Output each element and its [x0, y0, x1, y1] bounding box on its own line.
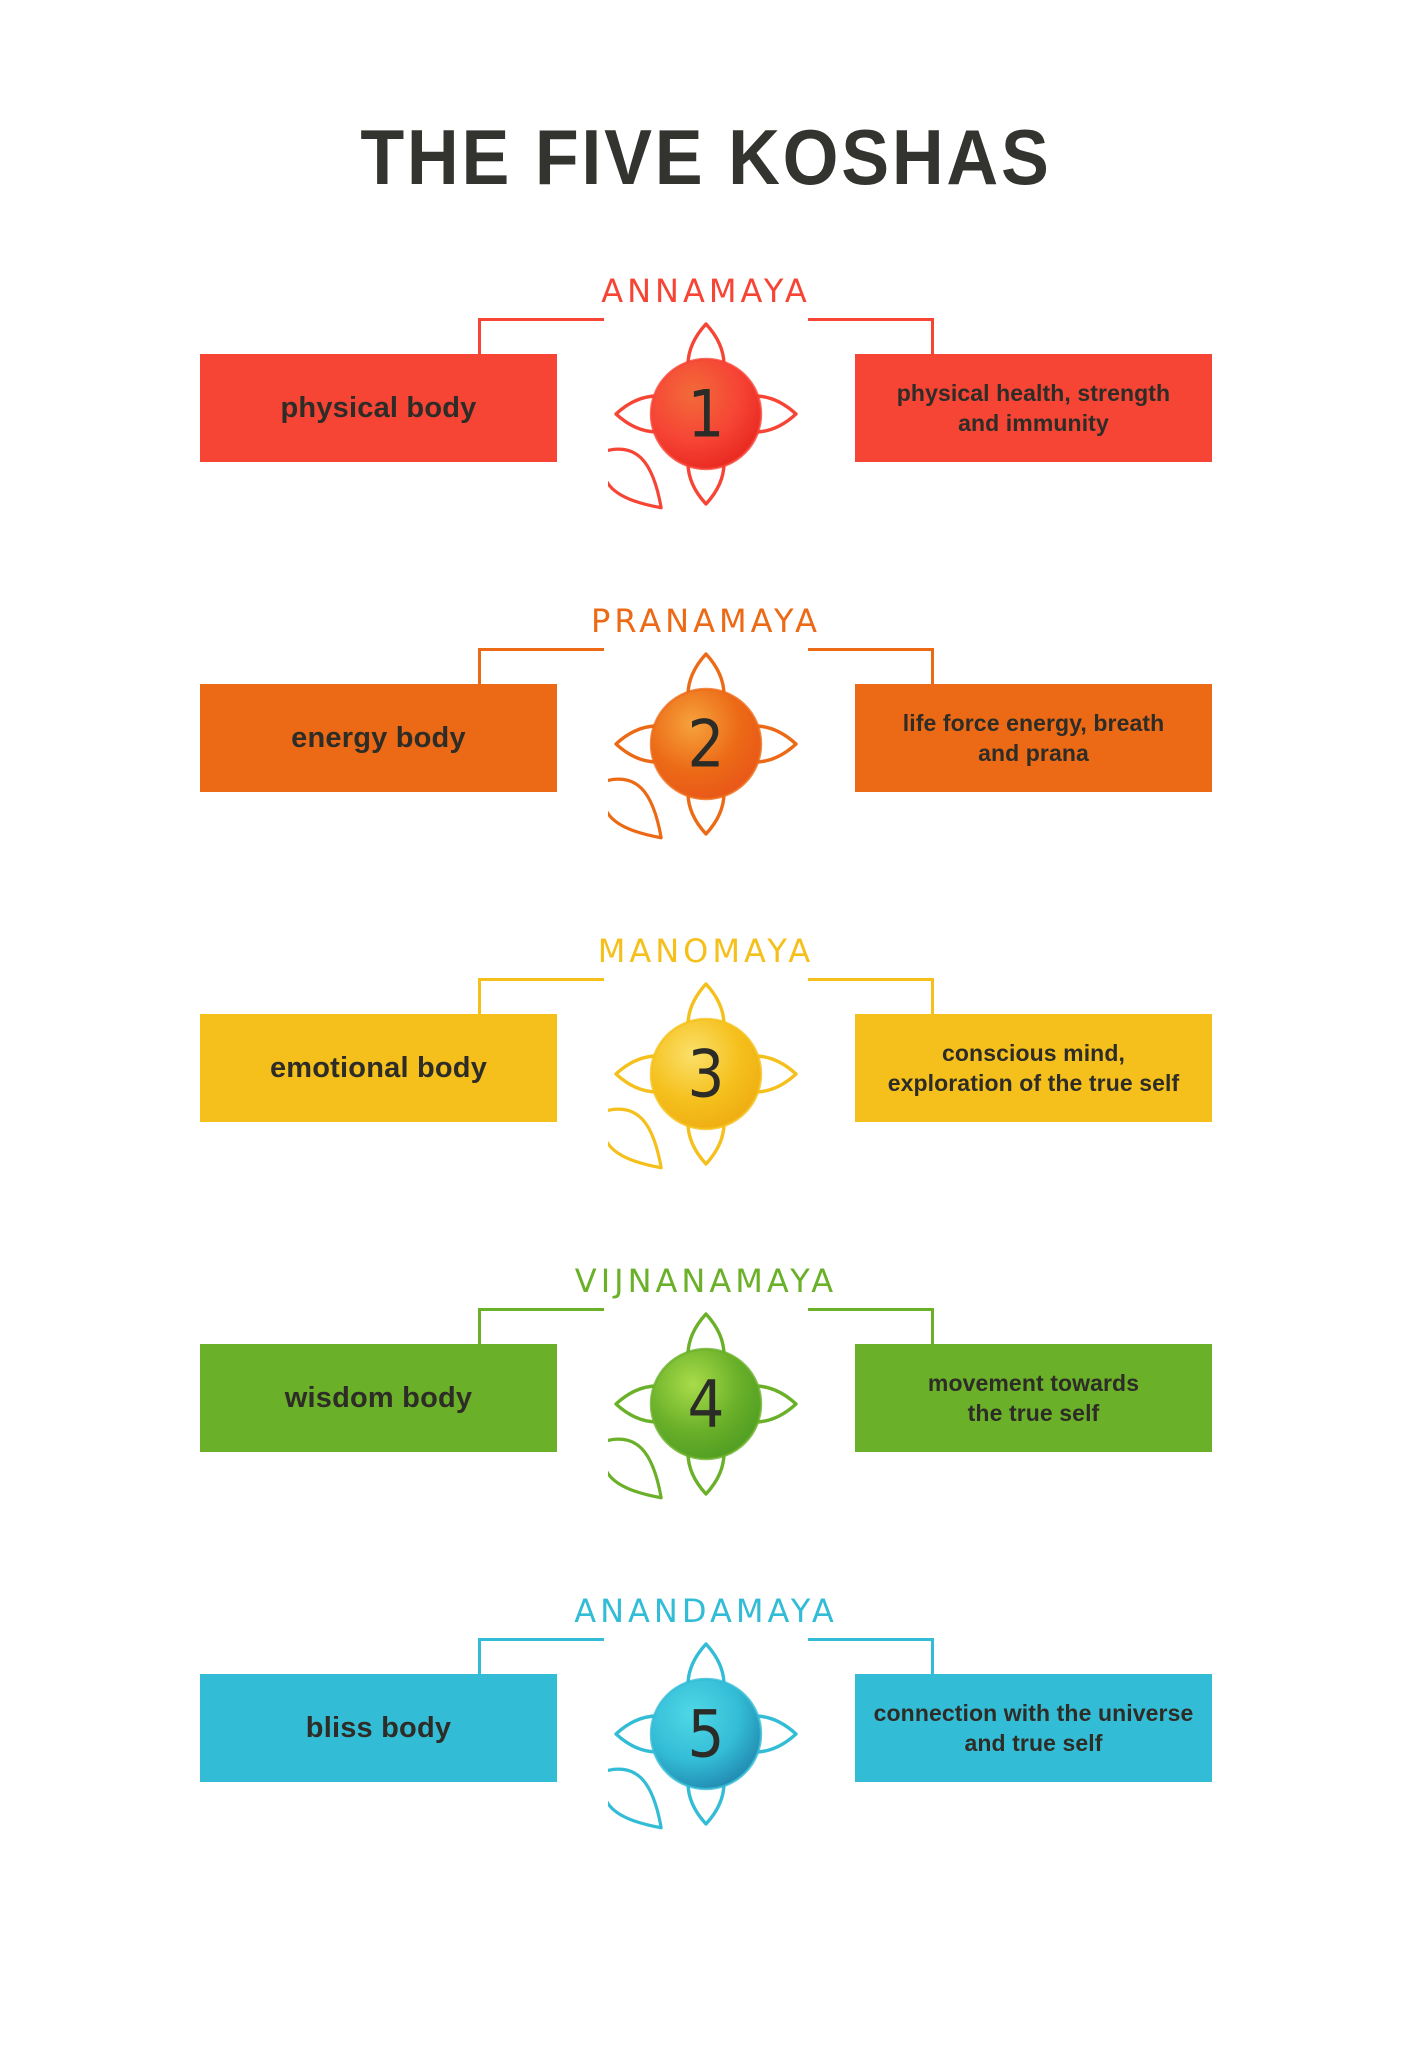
- lotus-chakra-icon: 4: [608, 1306, 804, 1502]
- body-label-text: physical body: [280, 391, 477, 424]
- lotus-chakra-icon: 5: [608, 1636, 804, 1832]
- description-line-1: movement towards: [927, 1369, 1140, 1396]
- description-text: physical health, strength and immunity: [897, 378, 1170, 439]
- kosha-row: ANANDAMAYA bliss body 5 connection with …: [0, 1584, 1412, 1914]
- description-text: connection with the universe and true se…: [874, 1698, 1194, 1759]
- description-text: life force energy, breath and prana: [903, 708, 1165, 769]
- kosha-number: 1: [687, 375, 725, 453]
- description-line-1: connection with the universe: [873, 1699, 1194, 1726]
- description-box: movement towards the true self: [855, 1344, 1212, 1452]
- body-label-box: bliss body: [200, 1674, 557, 1782]
- page-title: THE FIVE KOSHAS: [360, 113, 1052, 201]
- kosha-number: 2: [687, 705, 725, 783]
- description-box: life force energy, breath and prana: [855, 684, 1212, 792]
- sanskrit-name: ANANDAMAYA: [574, 1592, 838, 1630]
- body-label-box: wisdom body: [200, 1344, 557, 1452]
- kosha-number: 4: [687, 1365, 725, 1443]
- kosha-row: MANOMAYA emotional body 3 conscious mind…: [0, 924, 1412, 1254]
- sanskrit-name: MANOMAYA: [597, 932, 815, 970]
- lotus-chakra-icon: 3: [608, 976, 804, 1172]
- description-box: connection with the universe and true se…: [855, 1674, 1212, 1782]
- sanskrit-name: VIJNANAMAYA: [574, 1262, 838, 1300]
- body-label-text: wisdom body: [284, 1381, 473, 1414]
- body-label-box: physical body: [200, 354, 557, 462]
- kosha-row: VIJNANAMAYA wisdom body 4 movement towar…: [0, 1254, 1412, 1584]
- description-box: physical health, strength and immunity: [855, 354, 1212, 462]
- body-label-text: emotional body: [269, 1051, 488, 1084]
- kosha-list: ANNAMAYA physical body 1 physical health…: [0, 264, 1412, 1914]
- description-box: conscious mind, exploration of the true …: [855, 1014, 1212, 1122]
- kosha-row: ANNAMAYA physical body 1 physical health…: [0, 264, 1412, 594]
- description-line-2: and immunity: [958, 410, 1109, 436]
- description-line-2: and prana: [978, 740, 1089, 766]
- description-line-1: life force energy, breath: [902, 709, 1165, 736]
- sanskrit-name: PRANAMAYA: [591, 602, 821, 640]
- kosha-number: 5: [687, 1695, 725, 1773]
- kosha-number: 3: [687, 1035, 725, 1113]
- lotus-chakra-icon: 2: [608, 646, 804, 842]
- body-label-box: emotional body: [200, 1014, 557, 1122]
- sanskrit-name: ANNAMAYA: [601, 272, 811, 310]
- kosha-row: PRANAMAYA energy body 2 life force energ…: [0, 594, 1412, 924]
- description-text: conscious mind, exploration of the true …: [888, 1038, 1180, 1099]
- body-label-text: bliss body: [305, 1711, 452, 1744]
- description-line-2: exploration of the true self: [887, 1070, 1180, 1096]
- description-line-2: and true self: [964, 1730, 1103, 1756]
- body-label-text: energy body: [291, 721, 466, 754]
- lotus-chakra-icon: 1: [608, 316, 804, 512]
- description-text: movement towards the true self: [928, 1368, 1139, 1429]
- description-line-1: physical health, strength: [896, 379, 1171, 406]
- description-line-2: the true self: [967, 1400, 1100, 1426]
- body-label-box: energy body: [200, 684, 557, 792]
- description-line-1: conscious mind,: [942, 1039, 1125, 1066]
